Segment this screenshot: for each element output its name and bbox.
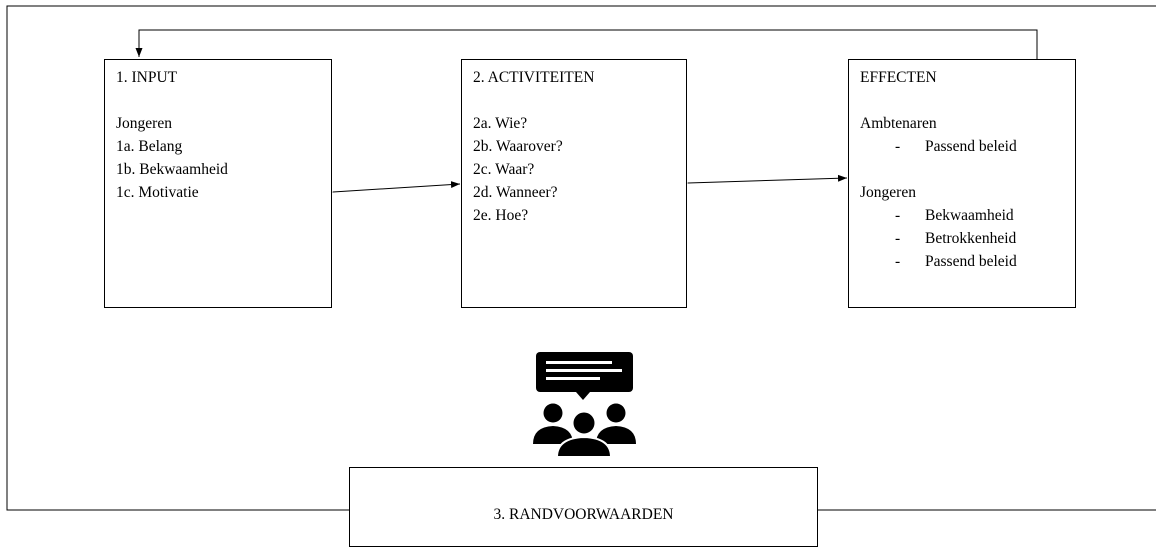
bullet-text: Betrokkenheid: [925, 230, 1017, 247]
bullet-text: Passend beleid: [925, 253, 1017, 270]
people-discussion-icon: [533, 352, 636, 458]
feedback-arrow: [135, 29, 1038, 59]
activiteiten-item: 2b. Waarover?: [473, 138, 563, 155]
effecten-box: EFFECTEN Ambtenaren - Passend beleid Jon…: [848, 59, 1076, 308]
activiteiten-box: 2. ACTIVITEITEN 2a. Wie? 2b. Waarover? 2…: [461, 59, 687, 308]
activiteiten-title: 2. ACTIVITEITEN: [473, 69, 595, 86]
input-item: 1c. Motivatie: [116, 184, 199, 201]
effecten-group-label: Ambtenaren: [860, 115, 937, 132]
input-group-label: Jongeren: [116, 115, 172, 132]
effecten-bullet: - Passend beleid: [860, 250, 1064, 273]
activiteiten-item: 2c. Waar?: [473, 161, 535, 178]
arrow-activiteiten-effecten: [678, 174, 848, 187]
effecten-bullet: - Passend beleid: [860, 135, 1064, 158]
input-item: 1b. Bekwaamheid: [116, 161, 228, 178]
effecten-title: EFFECTEN: [860, 69, 937, 86]
effecten-bullet: - Betrokkenheid: [860, 227, 1064, 250]
outer-frame-line: [6, 5, 1156, 511]
randvoorwaarden-box: 3. RANDVOORWAARDEN: [349, 467, 818, 547]
bullet-dash: -: [895, 230, 901, 247]
activiteiten-item: 2e. Hoe?: [473, 207, 529, 224]
bullet-dash: -: [895, 207, 901, 224]
input-box: 1. INPUT Jongeren 1a. Belang 1b. Bekwaam…: [104, 59, 332, 308]
bullet-dash: -: [895, 138, 901, 155]
input-title: 1. INPUT: [116, 69, 178, 86]
effecten-group-label: Jongeren: [860, 184, 916, 201]
bullet-text: Passend beleid: [925, 138, 1017, 155]
activiteiten-item: 2d. Wanneer?: [473, 184, 558, 201]
bullet-text: Bekwaamheid: [925, 207, 1014, 224]
randvoorwaarden-title: 3. RANDVOORWAARDEN: [493, 506, 674, 523]
effecten-bullet: - Bekwaamheid: [860, 204, 1064, 227]
input-item: 1a. Belang: [116, 138, 183, 155]
bullet-dash: -: [895, 253, 901, 270]
activiteiten-item: 2a. Wie?: [473, 115, 528, 132]
arrow-input-activiteiten: [323, 181, 461, 197]
